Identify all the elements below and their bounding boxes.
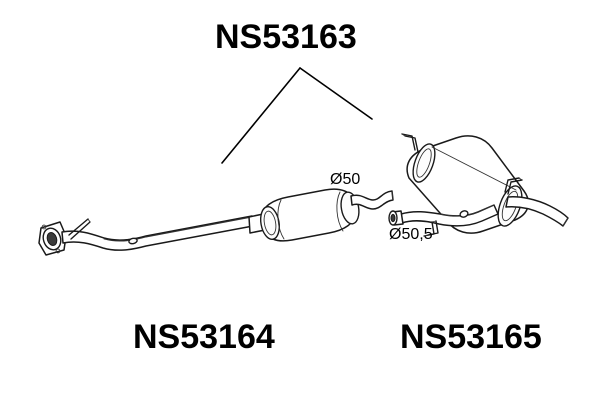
page-title-assembly-part-number: NS53163 xyxy=(215,18,357,56)
front-hanger-rod xyxy=(68,218,91,240)
label-rear-silencer-part-number: NS53165 xyxy=(400,318,542,356)
center-silencer-body xyxy=(259,188,360,242)
inlet-pipe-hanger xyxy=(423,220,439,237)
dimension-rear-inlet-diameter: Ø50,5 xyxy=(389,226,433,243)
rear-right-hanger-hook xyxy=(504,177,523,195)
rear-inlet-end xyxy=(388,210,404,226)
rear-top-hanger-rod xyxy=(401,133,419,153)
label-center-muffler-part-number: NS53164 xyxy=(133,318,275,356)
front-pipe xyxy=(61,215,254,251)
inlet-pipe-lug xyxy=(459,210,469,218)
tailpipe xyxy=(505,196,569,227)
leader-lines-assembly xyxy=(221,67,373,164)
inlet-flange xyxy=(38,221,67,256)
pipe-bracket-lug xyxy=(128,237,138,245)
dimension-center-outlet-diameter: Ø50 xyxy=(330,171,361,188)
part-ns53164-center-muffler xyxy=(38,188,394,256)
center-outlet-pipe xyxy=(350,190,394,210)
part-ns53165-rear-silencer xyxy=(388,133,569,237)
